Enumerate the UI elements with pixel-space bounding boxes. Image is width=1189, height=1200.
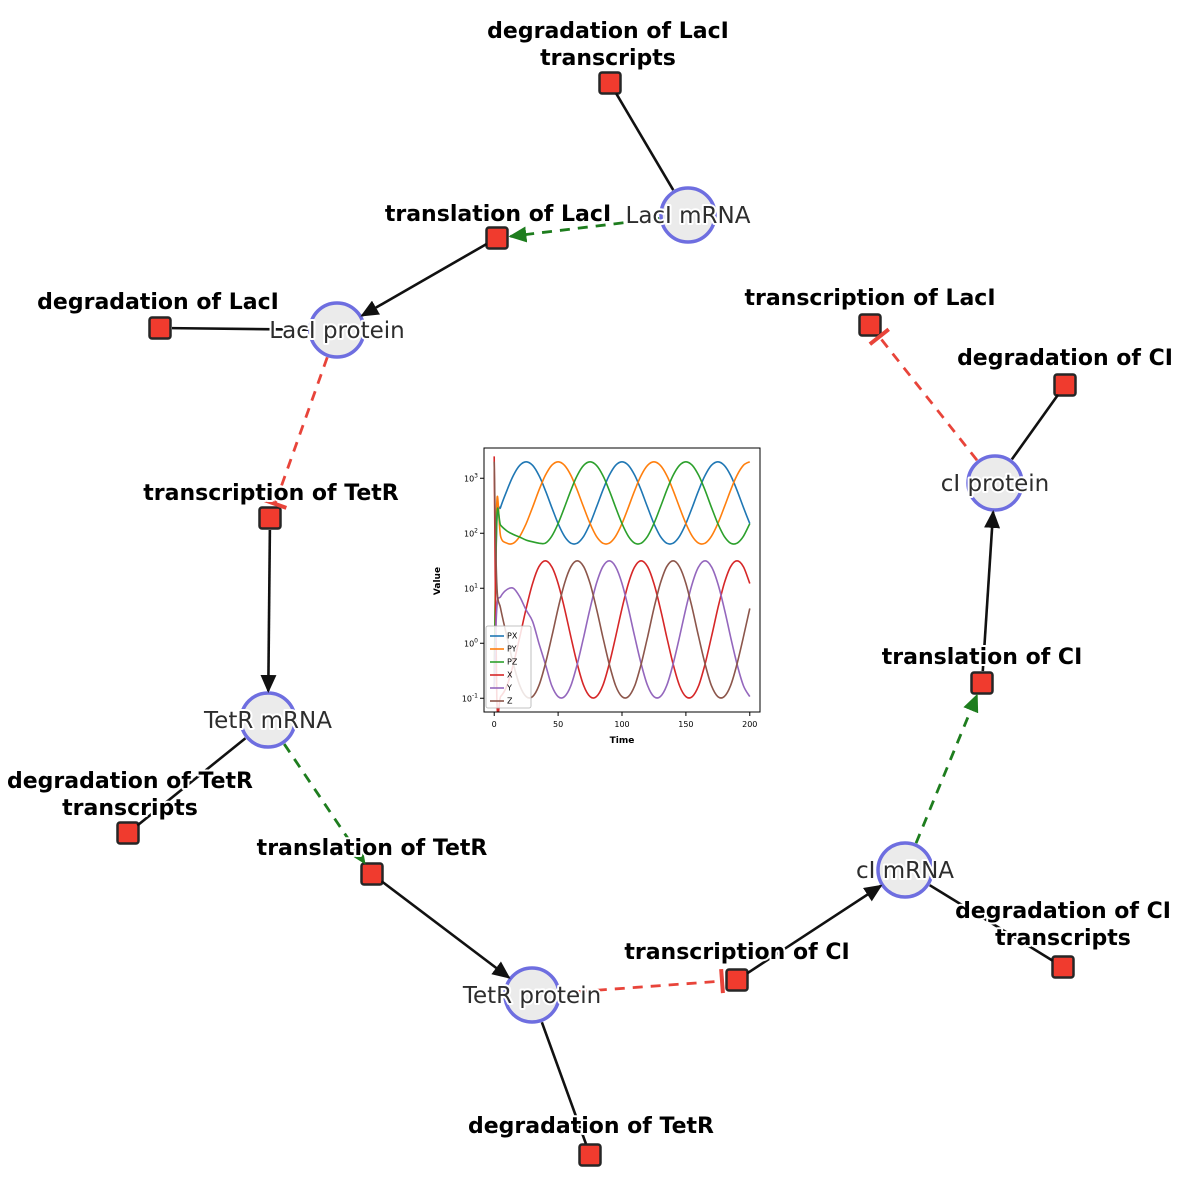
species-label-tetr-mrna: TetR mRNA xyxy=(203,708,332,734)
reaction-label-deg-tetr-tx: degradation of TetR xyxy=(7,769,253,794)
reaction-label-transl-tetr: translation of TetR xyxy=(257,836,488,861)
legend-label-z: Z xyxy=(507,697,513,706)
species-label-laci-protein: LacI protein xyxy=(269,318,404,344)
reaction-node-txn-laci xyxy=(858,313,882,337)
edge-consumption-ci-protein-to-deg-ci xyxy=(1010,394,1060,461)
species-label-tetr-protein: TetR protein xyxy=(462,983,601,1009)
reaction-label-deg-laci: degradation of LacI xyxy=(37,290,279,315)
chart-x-axis-label: Time xyxy=(610,736,635,746)
legend-label-y: Y xyxy=(506,684,512,693)
reaction-label-transl-ci: translation of CI xyxy=(882,645,1083,670)
series-line-y xyxy=(493,560,751,699)
species-label-laci-mrna: LacI mRNA xyxy=(626,203,751,229)
y-tick-label: 100 xyxy=(464,637,478,648)
reaction-node-transl-laci xyxy=(485,226,509,250)
reaction-node-transl-tetr xyxy=(360,862,384,886)
species-node-laci-protein xyxy=(308,301,366,359)
species-node-ci-mrna xyxy=(876,841,934,899)
reaction-label-transl-laci: translation of LacI xyxy=(385,202,611,227)
edge-consumption-laci-mrna-to-deg-laci-tx xyxy=(614,92,675,191)
reaction-label-deg-ci-tx: degradation of CI xyxy=(955,899,1171,924)
reaction-label-txn-laci: transcription of LacI xyxy=(744,286,995,311)
x-tick-label: 0 xyxy=(492,720,497,729)
y-tick-label: 10-1 xyxy=(462,692,478,703)
reaction-label-txn-tetr: transcription of TetR xyxy=(143,481,399,506)
y-tick-label: 103 xyxy=(464,472,478,483)
legend-label-py: PY xyxy=(507,645,517,654)
series-line-px xyxy=(493,461,751,689)
edge-activation-tetr-mrna-to-transl-tetr xyxy=(283,743,366,865)
reaction-label-deg-ci-tx: transcripts xyxy=(995,926,1131,951)
edge-production-transl-laci-to-laci-protein xyxy=(360,242,488,317)
reaction-node-txn-ci xyxy=(725,968,749,992)
x-tick-label: 50 xyxy=(553,720,563,729)
edge-activation-laci-mrna-to-transl-laci xyxy=(508,217,660,243)
edge-production-transl-tetr-to-tetr-protein xyxy=(380,880,511,979)
reaction-label-deg-tetr-tx: transcripts xyxy=(62,796,198,821)
reaction-label-txn-ci: transcription of CI xyxy=(624,940,849,965)
edge-inhibition-ci-protein-to-txn-laci xyxy=(868,327,979,462)
edge-activation-ci-mrna-to-transl-ci xyxy=(914,693,979,844)
edge-consumption-laci-protein-to-deg-laci xyxy=(171,326,309,331)
legend-label-x: X xyxy=(507,671,513,680)
edge-consumption-tetr-mrna-to-deg-tetr-tx xyxy=(136,737,247,827)
species-label-ci-mrna: cI mRNA xyxy=(856,858,954,884)
reaction-label-deg-laci-tx: transcripts xyxy=(540,46,676,71)
legend-label-px: PX xyxy=(507,632,518,641)
x-tick-label: 100 xyxy=(614,720,629,729)
node-shape-layer xyxy=(116,71,1077,1167)
edge-consumption-tetr-protein-to-deg-tetr xyxy=(540,1021,588,1145)
species-node-laci-mrna xyxy=(659,186,717,244)
edge-production-transl-ci-to-ci-protein xyxy=(981,509,1001,672)
reaction-node-deg-laci-tx xyxy=(598,71,622,95)
series-line-py xyxy=(493,461,751,689)
chart-background xyxy=(428,440,768,760)
reaction-node-deg-tetr xyxy=(578,1143,602,1167)
x-tick-label: 150 xyxy=(678,720,693,729)
y-tick-label: 101 xyxy=(464,582,478,593)
series-line-pz xyxy=(493,461,751,689)
chart-y-axis-label: Value xyxy=(433,567,443,595)
y-tick-label: 102 xyxy=(464,527,478,538)
reaction-node-txn-tetr xyxy=(258,506,282,530)
edge-consumption-ci-mrna-to-deg-ci-tx xyxy=(929,884,1054,962)
edge-inhibition-tetr-protein-to-txn-ci xyxy=(560,968,725,995)
x-tick-label: 200 xyxy=(742,720,757,729)
reaction-node-deg-laci xyxy=(148,316,172,340)
edge-inhibition-laci-protein-to-txn-tetr xyxy=(263,356,329,510)
species-label-ci-protein: cI protein xyxy=(941,471,1050,497)
reaction-node-deg-ci-tx xyxy=(1051,955,1075,979)
reaction-label-deg-laci-tx: degradation of LacI xyxy=(487,19,729,44)
legend-label-pz: PZ xyxy=(507,658,518,667)
reaction-label-deg-tetr: degradation of TetR xyxy=(468,1114,714,1139)
reaction-node-transl-ci xyxy=(970,671,994,695)
edge-production-txn-tetr-to-tetr-mrna xyxy=(260,529,277,694)
reaction-node-deg-tetr-tx xyxy=(116,821,140,845)
reaction-label-deg-ci: degradation of CI xyxy=(957,346,1173,371)
edge-layer xyxy=(136,92,1060,1145)
reaction-node-deg-ci xyxy=(1053,373,1077,397)
edge-production-txn-ci-to-ci-mrna xyxy=(746,884,883,975)
species-node-tetr-protein xyxy=(503,966,561,1024)
